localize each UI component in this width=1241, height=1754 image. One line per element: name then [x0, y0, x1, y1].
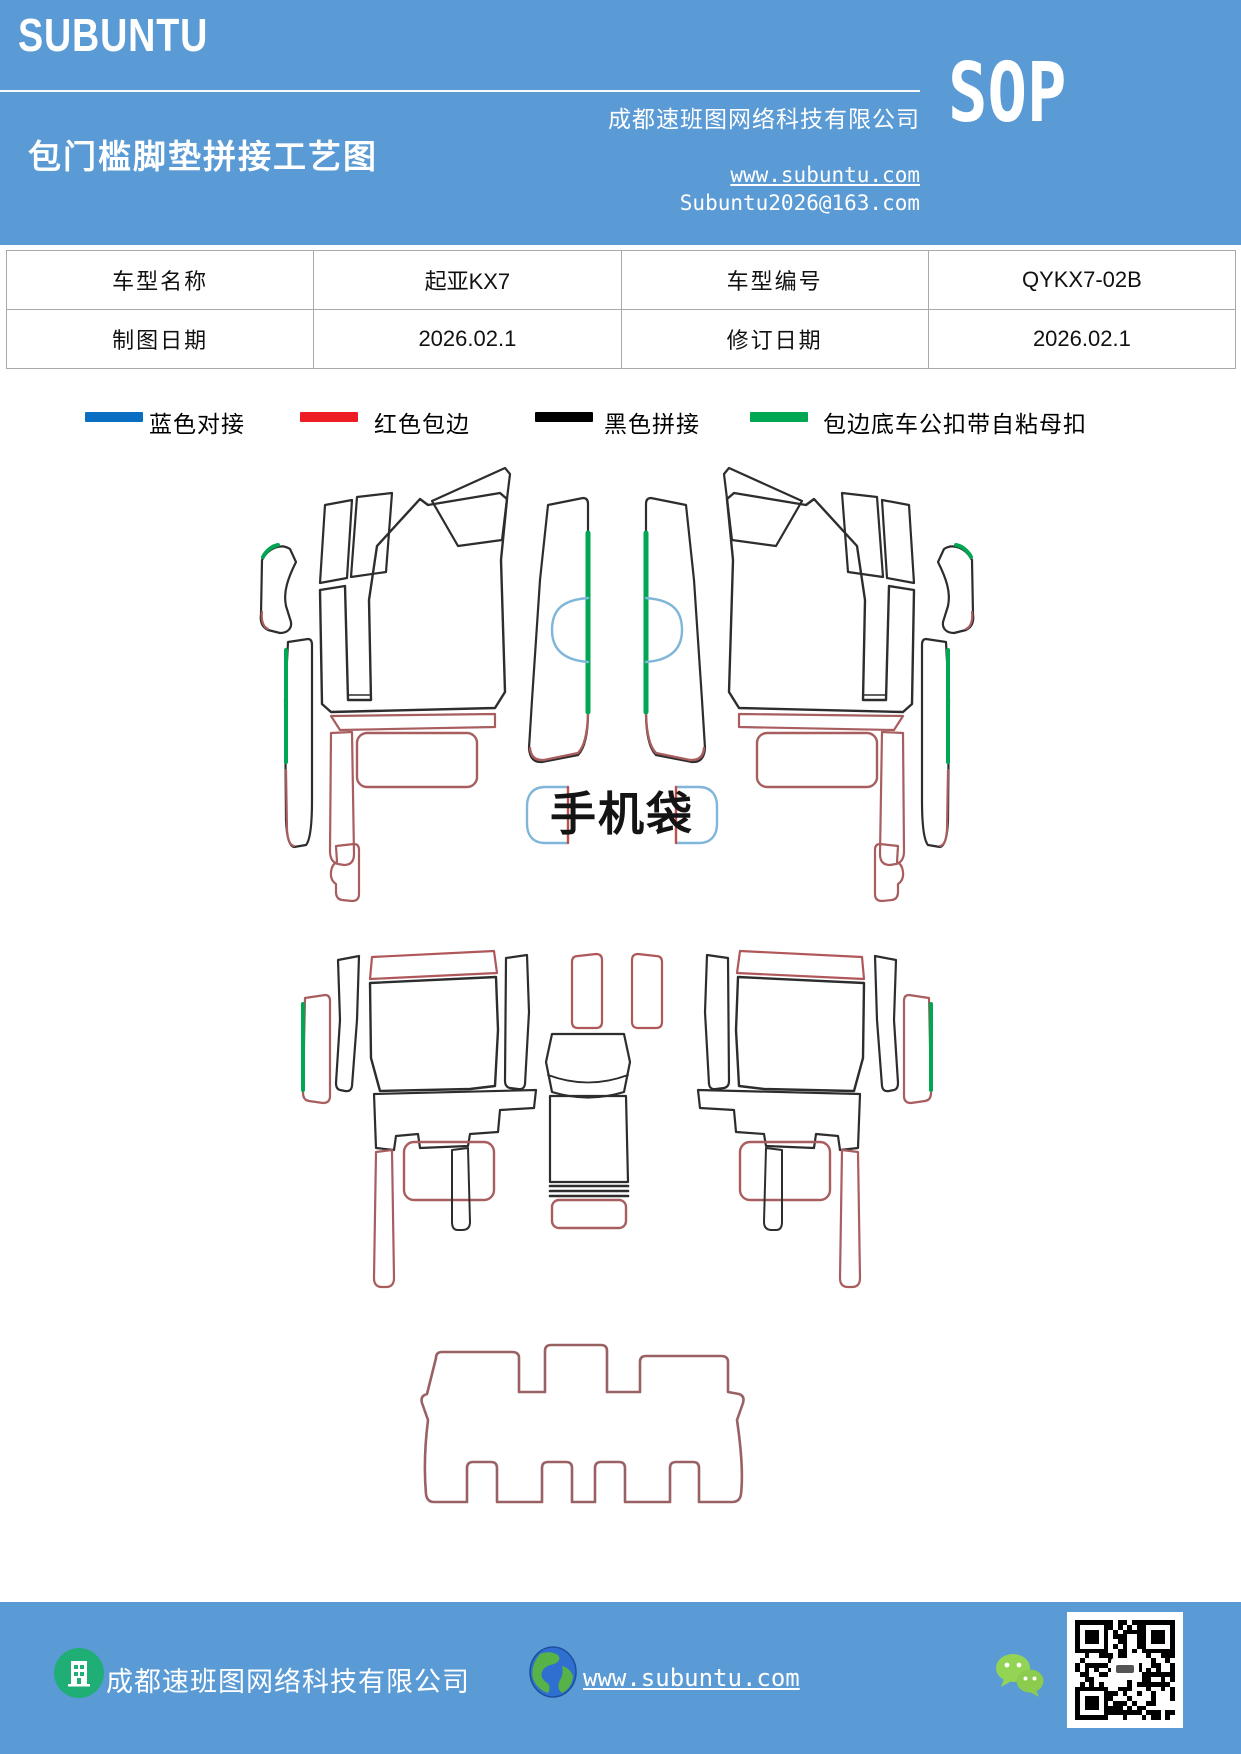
header-website-link[interactable]: www.subuntu.com [730, 163, 920, 187]
console-red-pad [550, 1198, 628, 1230]
second-row-left-assembly [301, 842, 604, 1289]
front-left-assembly [259, 466, 591, 867]
phone-bag-left-bracket [525, 785, 570, 845]
legend-label-black: 黑色拼接 [604, 412, 700, 437]
second-left-heel-pad [402, 1140, 496, 1202]
footer-website-link[interactable]: www.subuntu.com [583, 1664, 800, 1692]
header-website: www.subuntu.com [380, 163, 920, 187]
front-right-assembly [646, 468, 973, 865]
console-body [548, 1094, 630, 1184]
info-table: 车型名称 起亚KX7 车型编号 QYKX7-02B 制图日期 2026.02.1… [5, 250, 1237, 369]
sop-badge: SOP [948, 46, 1067, 141]
phone-bag-label: 手机袋 [550, 788, 694, 840]
qr-center-logo [1111, 1658, 1139, 1680]
header-company: 成都速班图网络科技有限公司 [608, 106, 920, 132]
second-left-red-strip [570, 952, 604, 1030]
cell-model-name-value: 起亚KX7 [313, 250, 622, 310]
mat-pattern-drawing: 手机袋 [259, 420, 1241, 1504]
front-left-flap-2 [349, 491, 394, 579]
front-left-center-sill [527, 496, 590, 764]
second-left-mat-top-band [368, 949, 499, 981]
diagram: 手机袋 [0, 420, 1241, 1540]
table-row: 制图日期 2026.02.1 修订日期 2026.02.1 [5, 309, 1237, 369]
cell-draw-date-label: 制图日期 [5, 309, 315, 369]
cell-model-name-label: 车型名称 [5, 250, 315, 310]
footer-company: 成都速班图网络科技有限公司 [106, 1667, 470, 1697]
second-left-outer-strip [301, 993, 332, 1105]
footer-website: www.subuntu.com [583, 1664, 800, 1692]
header-divider [0, 90, 920, 92]
wechat-icon [994, 1652, 1044, 1702]
front-left-blue-notch [550, 596, 590, 664]
console-top [544, 1032, 632, 1099]
qr-grid [1075, 1620, 1175, 1720]
footer: 成都速班图网络科技有限公司 www.subuntu.com [0, 1602, 1241, 1754]
legend: 蓝色对接 红色包边 黑色拼接 包边底车公扣带自粘母扣 [0, 403, 1241, 437]
console-ribbed-section [548, 1184, 630, 1198]
front-mats-group [259, 466, 973, 867]
legend-label-green: 包边底车公扣带自粘母扣 [823, 412, 1087, 437]
cell-revise-date-value: 2026.02.1 [927, 309, 1237, 369]
front-left-wing-piece [259, 545, 298, 635]
qr-code [1067, 1612, 1183, 1728]
front-left-flap-1 [318, 498, 354, 585]
legend-swatch-green [750, 412, 808, 422]
second-left-inner-strip [503, 953, 531, 1091]
second-left-mat-body [368, 975, 500, 1093]
front-left-top-flap [430, 466, 512, 548]
second-left-hook-piece [329, 842, 361, 903]
brand-logo: SUBUNTU [18, 9, 209, 61]
second-left-angled-strip [334, 954, 361, 1093]
legend-item-green: 包边底车公扣带自粘母扣 [750, 403, 1170, 437]
header: SUBUNTU 包门槛脚垫拼接工艺图 成都速班图网络科技有限公司 www.sub… [0, 0, 1241, 245]
trunk-mat-group [420, 1343, 745, 1504]
page-title: 包门槛脚垫拼接工艺图 [28, 138, 378, 175]
legend-item-red: 红色包边 [300, 403, 540, 437]
globe-icon [528, 1646, 578, 1698]
trunk-mat-outline [420, 1343, 745, 1504]
second-left-bottom-band [372, 1088, 538, 1152]
legend-swatch-blue [85, 412, 143, 422]
legend-label-blue: 蓝色对接 [149, 412, 245, 437]
front-left-heel-band [329, 712, 497, 732]
front-left-sill-strip [283, 637, 314, 849]
second-left-outer-leg [372, 1148, 396, 1289]
second-left-inner-leg [451, 1147, 471, 1231]
table-row: 车型名称 起亚KX7 车型编号 QYKX7-02B [5, 250, 1237, 310]
front-left-heel-pad [355, 731, 479, 789]
legend-item-blue: 蓝色对接 [85, 403, 335, 437]
legend-label-red: 红色包边 [374, 412, 470, 437]
company-building-icon [54, 1648, 104, 1698]
second-row-right-assembly [630, 842, 933, 1289]
cell-draw-date-value: 2026.02.1 [313, 309, 622, 369]
phone-bag-right-bracket [674, 785, 719, 845]
cell-model-code-label: 车型编号 [620, 250, 929, 310]
front-left-main-mat [318, 491, 509, 714]
center-console-piece [544, 1032, 632, 1230]
legend-item-black: 黑色拼接 [535, 403, 775, 437]
header-email: Subuntu2026@163.com [679, 191, 920, 215]
cell-revise-date-label: 修订日期 [620, 309, 929, 369]
legend-swatch-red [300, 412, 358, 422]
front-left-leg [328, 730, 356, 867]
second-row-group [301, 842, 933, 1289]
cell-model-code-value: QYKX7-02B [927, 250, 1237, 310]
phone-bag-group: 手机袋 [525, 785, 719, 845]
legend-swatch-black [535, 412, 593, 422]
